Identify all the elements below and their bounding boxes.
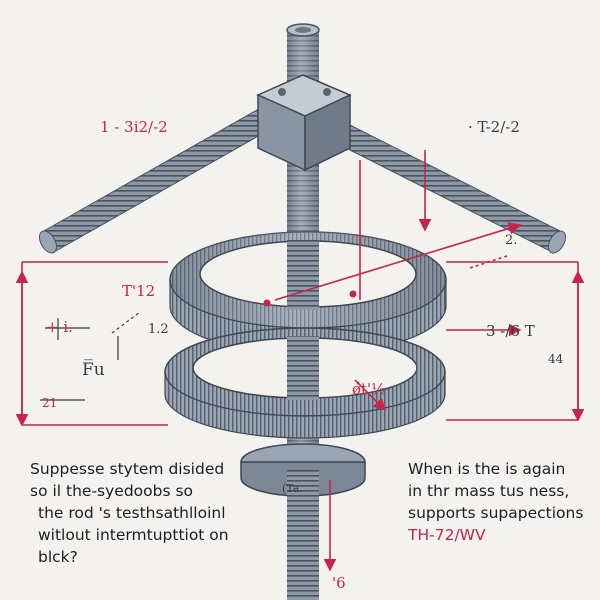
- center-block: [256, 74, 352, 172]
- contact-point: [349, 290, 357, 298]
- label-right-mid: 3 -/6 T: [486, 322, 535, 340]
- label-base: (Ta.: [282, 482, 303, 495]
- caption-line: so il the-syedoobs so: [30, 482, 194, 500]
- left-dim-markers: [40, 311, 141, 401]
- base-nut: [240, 443, 366, 600]
- label-lower-ring: ǿt'½: [352, 380, 386, 398]
- label-left-mid: 1.2: [148, 322, 169, 337]
- label-left-plus: + i.: [46, 318, 73, 336]
- label-right-edge: 44: [548, 352, 564, 366]
- dimension-lines: [15, 150, 585, 572]
- label-bottom-num: '6: [332, 574, 346, 592]
- label-left-small: 21: [42, 396, 58, 410]
- lower-ring: [164, 327, 446, 439]
- label-left-fu: F̅u: [82, 360, 105, 380]
- contact-point: [263, 299, 271, 307]
- label-top-left: 1 - 3i2/-2: [100, 118, 168, 136]
- caption-line: When is the is again: [408, 460, 566, 478]
- label-right-two: 2.: [505, 233, 518, 248]
- label-upper-t: T'12: [122, 282, 156, 300]
- caption-left: Suppesse stytem disided so il the-syedoo…: [30, 458, 229, 568]
- caption-line: supports supapections: [408, 504, 584, 522]
- caption-line: blck?: [38, 548, 78, 566]
- caption-line: TH-72/WV: [408, 526, 486, 544]
- caption-line: witlout intermtupttiot on: [38, 526, 229, 544]
- caption-line: the rod 's testhsathlloinl: [38, 504, 226, 522]
- label-top-right: · T-2/-2: [468, 118, 520, 136]
- caption-line: in thr mass tus ness,: [408, 482, 570, 500]
- caption-right: When is the is again in thr mass tus nes…: [408, 458, 583, 546]
- caption-line: Suppesse stytem disided: [30, 460, 225, 478]
